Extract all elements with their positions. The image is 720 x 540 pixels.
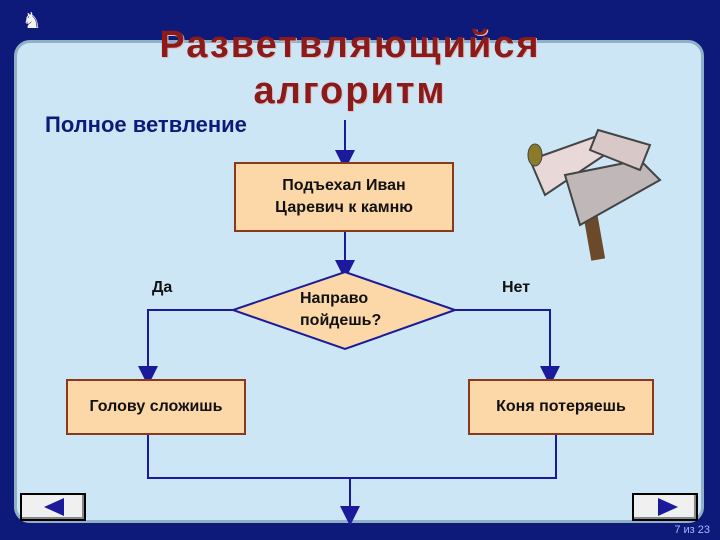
yes-label: Да [152,279,173,296]
no-label: Нет [502,279,531,296]
yes-box: Голову сложишь [66,379,246,435]
decision-label: Направо пойдешь? [300,290,382,329]
slide-subtitle: Полное ветвление [45,112,247,137]
slide-title: Разветвляющийся алгоритм [159,24,541,112]
merge-line [147,435,557,479]
page-indicator: 7 из 23 [674,524,710,536]
next-slide-button[interactable] [632,493,698,521]
signpost-icon [527,128,662,261]
no-box: Коня потеряешь [468,379,654,435]
decision-diamond [229,270,459,351]
start-box: Подъехал Иван Царевич к камню [234,162,454,232]
reader-icon: ♞ [22,8,42,33]
no-branch-line [455,309,560,386]
yes-branch-line [138,309,233,386]
prev-slide-button[interactable] [20,493,86,521]
